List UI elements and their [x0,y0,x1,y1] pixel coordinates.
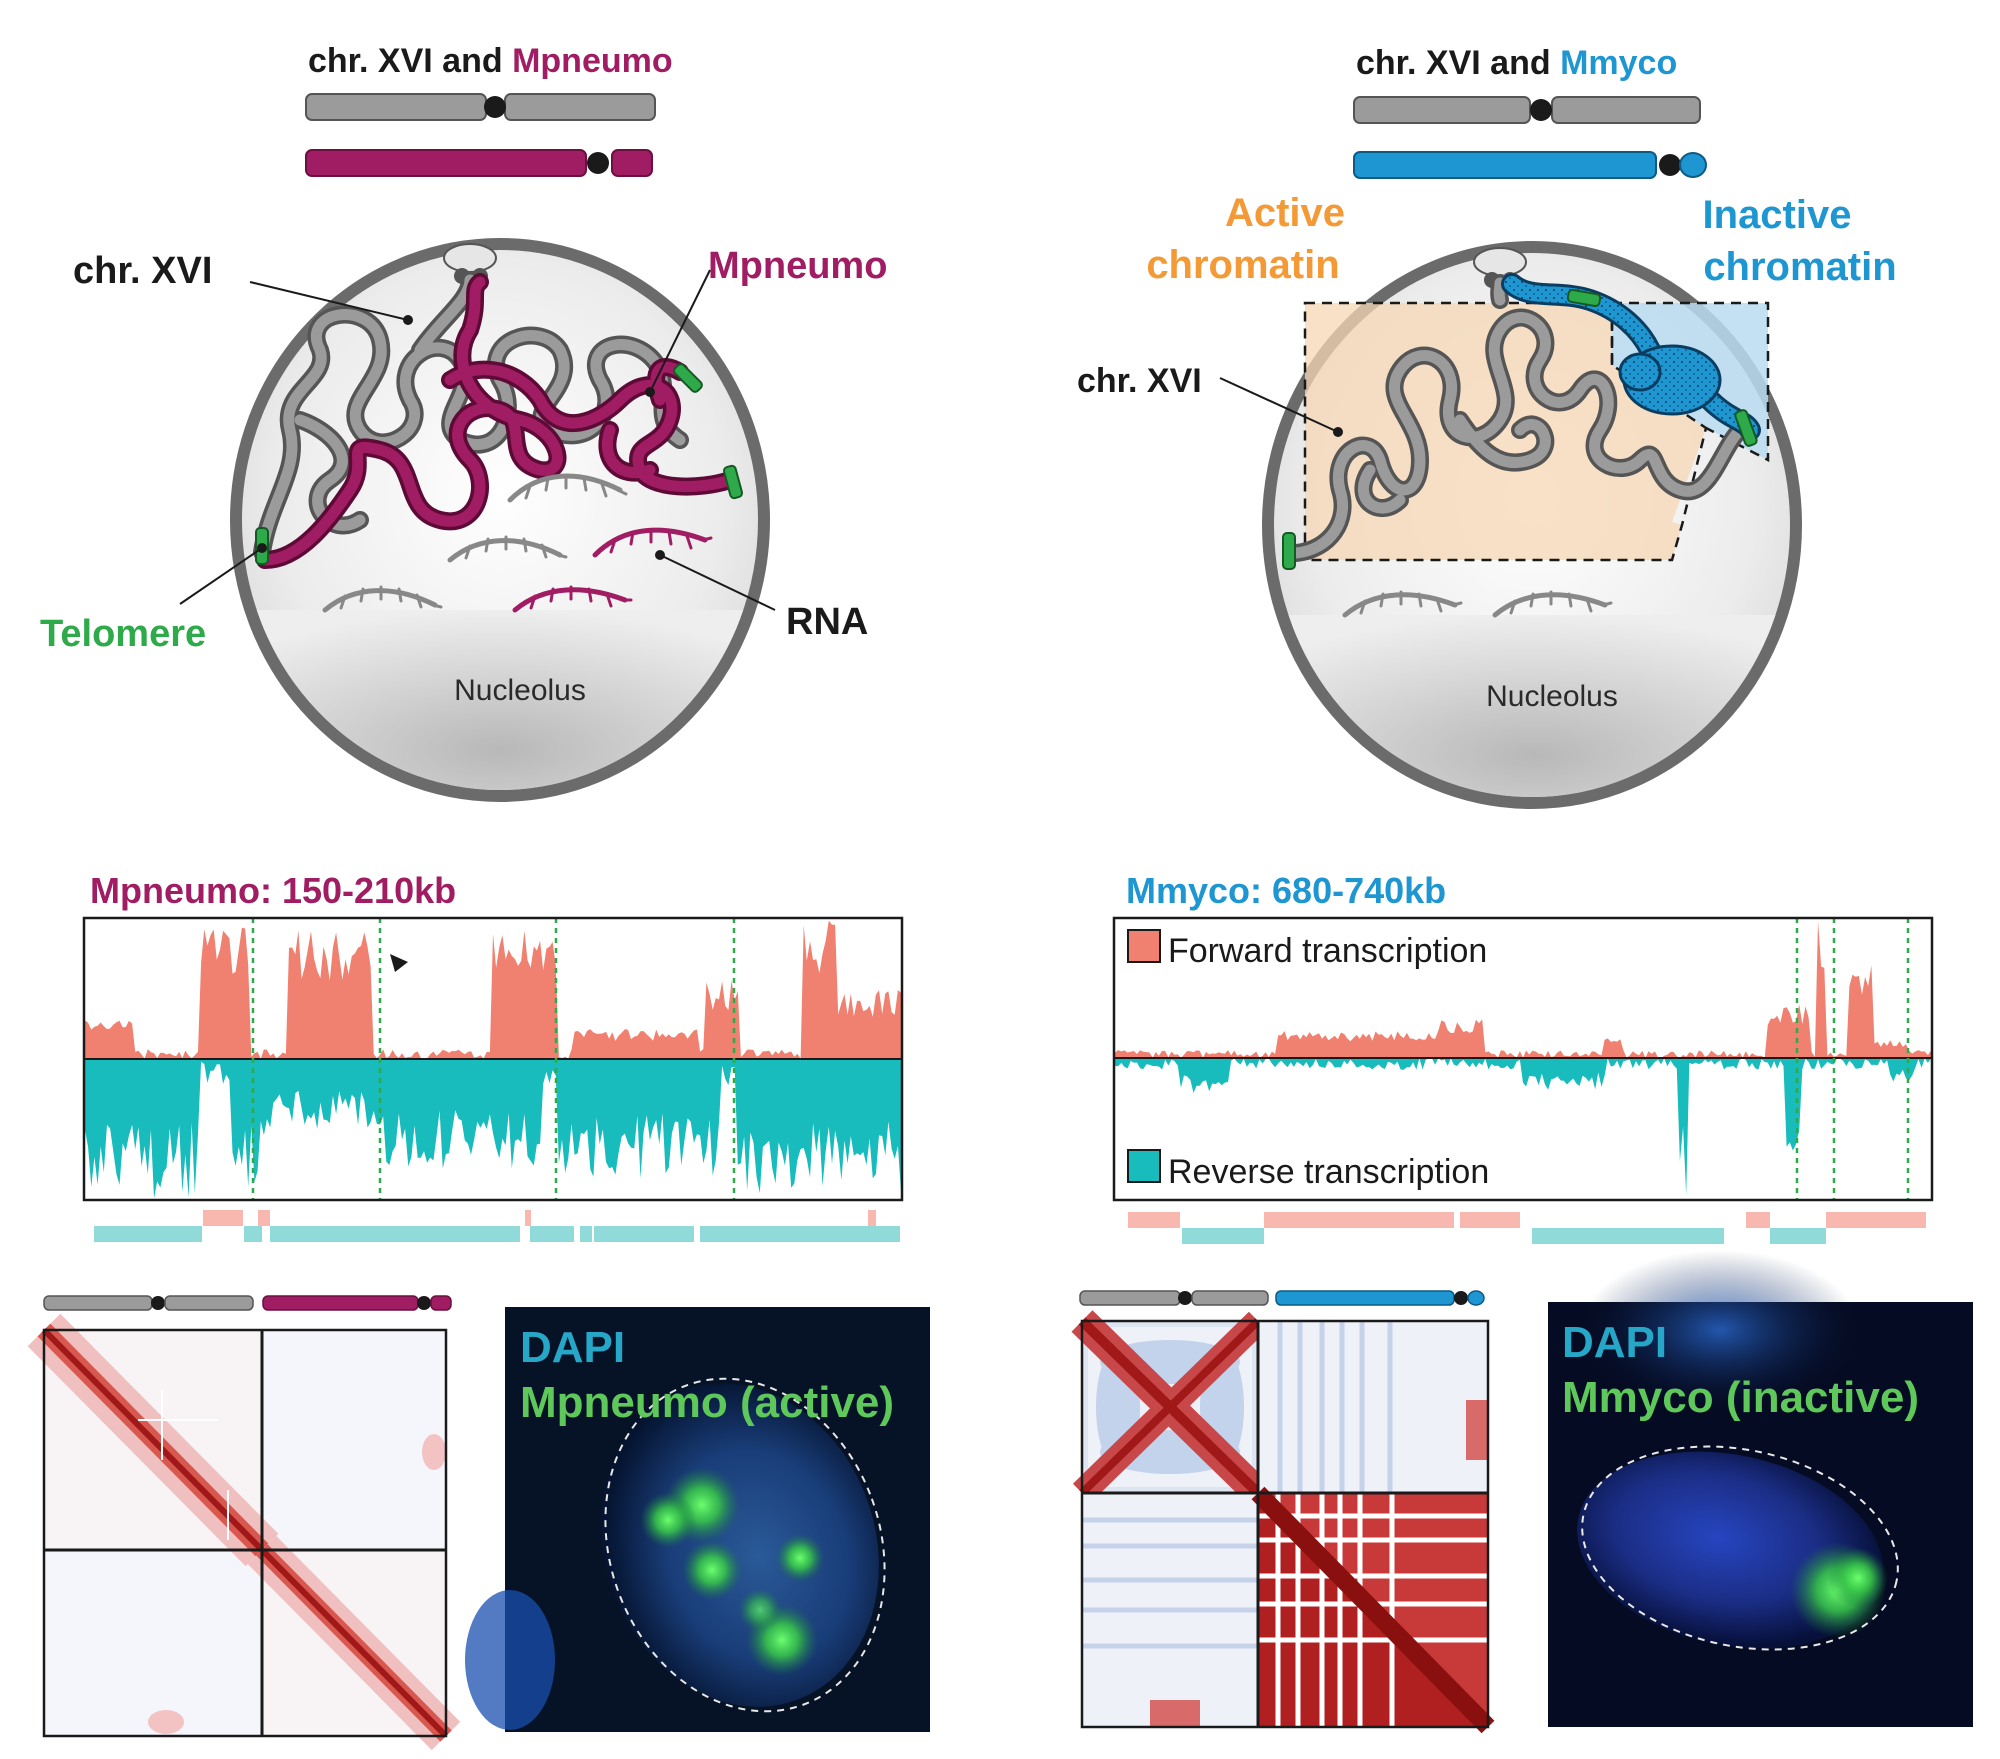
right-fish-label-dapi: DAPI [1562,1318,1667,1367]
right-gene-annotation-bars [1128,1212,1926,1244]
right-label-inactive-line2: chromatin [1703,245,1896,289]
left-track-title: Mpneumo: 150-210kb [90,870,456,911]
legend-reverse-label: Reverse transcription [1168,1153,1489,1191]
left-hic-ideogram [43,1295,452,1311]
reverse-gene-bar [530,1226,574,1242]
right-transcription-track: Forward transcription Reverse transcript… [1112,916,1934,1202]
left-telomere-marker-3 [673,363,703,393]
left-transcription-track [82,916,904,1202]
left-title-prefix: chr. XVI and [308,42,512,80]
left-gene-annotation-bars [94,1210,900,1242]
reverse-gene-bar [580,1226,592,1242]
left-rna-strands [322,473,708,613]
right-callout-chr16 [1219,377,1343,437]
left-nucleus [230,238,770,802]
left-label-rna: RNA [786,601,868,643]
right-telomere-marker-2 [1566,288,1602,308]
reverse-gene-bar [94,1226,202,1242]
right-title-highlight: Mmyco [1560,44,1677,82]
left-mpneumo-ideogram [305,149,653,177]
forward-gene-bar [258,1210,270,1226]
forward-signal-area [1115,921,1931,1058]
forward-gene-bar [1460,1212,1520,1228]
reverse-signal-area [1115,1058,1931,1195]
left-fish-image: DAPI Mpneumo (active) [465,1307,930,1732]
right-label-chr16: chr. XVI [1077,362,1202,400]
forward-gene-bar [203,1210,243,1226]
right-label-inactive-line1: Inactive [1703,193,1852,237]
left-label-mpneumo: Mpneumo [708,245,887,287]
right-rna-strands [1342,592,1608,618]
right-track-frame [1112,916,1934,1202]
forward-gene-bar [1128,1212,1180,1228]
forward-signal-area [85,920,901,1059]
forward-gene-bar [1746,1212,1770,1228]
right-track-title: Mmyco: 680-740kb [1126,870,1446,911]
reverse-gene-bar [244,1226,262,1242]
reverse-signal-area [85,1059,901,1199]
right-hic-contact-map [1071,1310,1495,1734]
left-track-gene-boundaries [251,918,736,1200]
reverse-gene-bar [1770,1228,1826,1244]
reverse-gene-bar [1532,1228,1716,1244]
left-telomere-marker-2 [722,464,744,500]
right-mmyco-ideogram [1353,151,1707,179]
left-title: chr. XVI and Mpneumo [308,42,673,80]
right-hic-ideogram [1079,1290,1485,1306]
right-fish-image: DAPI Mmyco (inactive) [1548,1250,1973,1727]
left-fish-label-dapi: DAPI [520,1323,625,1372]
right-track-gene-boundaries [1795,918,1910,1200]
right-title: chr. XVI and Mmyco [1356,44,1677,82]
right-label-active-line2: chromatin [1146,243,1339,287]
left-fish-label-probe: Mpneumo (active) [520,1378,894,1427]
forward-gene-bar [525,1210,531,1226]
right-telomere-marker-1 [1282,532,1296,570]
right-chr16-ideogram [1353,96,1701,124]
left-nucleolus-region [242,610,758,790]
right-title-prefix: chr. XVI and [1356,44,1560,82]
forward-gene-bar [1264,1212,1454,1228]
legend-reverse-swatch [1127,1149,1161,1183]
right-telomere-marker-3 [1734,409,1758,447]
forward-gene-bar [868,1210,876,1226]
right-spindle-pole-body [1473,247,1527,277]
reverse-gene-bar [700,1226,900,1242]
left-title-highlight: Mpneumo [512,42,673,80]
left-track-signal [85,920,901,1199]
left-hic-contact-map [27,1313,461,1751]
right-fish-label-probe: Mmyco (inactive) [1562,1373,1919,1422]
reverse-gene-bar [594,1226,694,1242]
left-label-telomere: Telomere [40,613,206,655]
right-nucleus [1262,241,1802,809]
reverse-gene-bar [1716,1228,1724,1244]
left-rna-ticks [339,474,713,610]
legend-forward-swatch [1127,929,1161,963]
forward-gene-bar [1826,1212,1926,1228]
right-label-nucleolus: Nucleolus [1486,680,1618,713]
left-label-nucleolus: Nucleolus [454,674,586,707]
right-mmyco-compact-chromatin [1501,273,1761,441]
left-spindle-pole-body [443,243,497,273]
left-label-chr16: chr. XVI [73,250,212,292]
right-label-active-line1: Active [1225,191,1345,235]
left-callouts [179,269,776,611]
legend-forward-label: Forward transcription [1168,932,1487,970]
right-track-signal [1115,921,1931,1195]
reverse-gene-bar [1182,1228,1264,1244]
left-track-arrowhead-marker [390,954,408,972]
reverse-gene-bar [270,1226,520,1242]
left-track-frame [82,916,904,1202]
left-chr16-ideogram [305,93,656,121]
